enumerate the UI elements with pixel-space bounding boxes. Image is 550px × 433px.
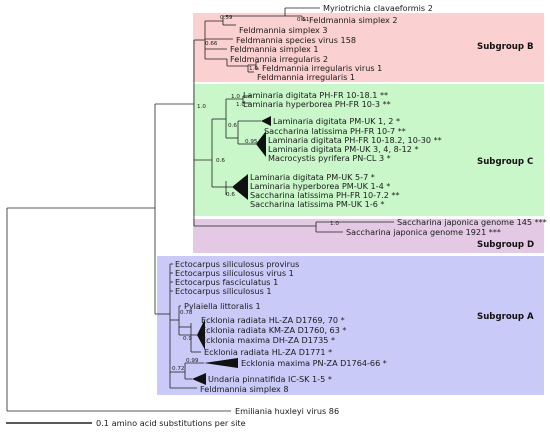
taxon-label: Ectocarpus siliculosus virus 1: [175, 268, 294, 278]
support-value: 0.6: [226, 192, 235, 198]
taxon-label: Laminaria hyperborea PM-UK 1-4 *: [250, 181, 390, 191]
collapsed-clade-triangle: [192, 373, 206, 385]
collapsed-clade-triangle: [261, 116, 271, 126]
taxon-label: Ectocarpus siliculosus 1: [175, 286, 272, 296]
taxon-label: Laminaria digitata PM-UK 5-7 *: [250, 172, 375, 182]
taxon-label: Macrocystis pyrifera PN-CL 3 *: [268, 153, 391, 163]
taxon-label: Saccharina japonica genome 145 ***: [397, 217, 547, 227]
support-value: 0.6: [216, 158, 225, 164]
subgroup-d-label: Subgroup D: [477, 240, 534, 250]
taxon-labels: Myriotrichia clavaeformis 2 Feldmannia s…: [175, 3, 547, 416]
collapsed-clade-triangle: [256, 131, 266, 157]
tree-branches: [6, 7, 394, 424]
taxon-label: Feldmannia simplex 8: [200, 384, 289, 394]
taxon-label: Myriotrichia clavaeformis 2: [323, 3, 433, 13]
taxon-label: Laminaria digitata PH-FR 10-18.2, 10-30 …: [268, 135, 442, 145]
subgroup-c-region: [193, 84, 544, 216]
taxon-label: Undaria pinnatifida IC-SK 1-5 *: [208, 374, 332, 384]
support-value: 0.95: [245, 139, 258, 145]
taxon-label: Ecklonia maxima DH-ZA D1735 *: [201, 335, 335, 345]
taxon-label: Laminaria digitata PM-UK 1, 2 *: [273, 116, 400, 126]
taxon-label: Laminaria digitata PH-FR 10-18.1 **: [243, 90, 388, 100]
support-value: 0.72: [172, 366, 184, 372]
taxon-label: Ectocarpus fasciculatus 1: [175, 277, 278, 287]
scale-bar-label: 0.1 amino acid substitutions per site: [96, 418, 246, 428]
support-value: 0.66: [205, 41, 218, 47]
taxon-label: Feldmannia irregularis 2: [230, 54, 328, 64]
taxon-label: Ecklonia maxima PN-ZA D1764-66 *: [241, 358, 387, 368]
support-value: 1.0: [231, 94, 240, 100]
support-value: 0.99: [186, 358, 199, 364]
taxon-label: Ectocarpus siliculosus provirus: [175, 259, 299, 269]
taxon-label: Ecklonia radiata HL-ZA D1771 *: [204, 347, 332, 357]
support-value: 1.0: [197, 104, 206, 110]
taxon-label: Saccharina latissima PM-UK 1-6 *: [250, 199, 384, 209]
support-value: 0.9: [183, 336, 192, 342]
support-value: 1.0: [330, 221, 339, 227]
subgroup-b-label: Subgroup B: [477, 42, 534, 52]
taxon-label: Saccharina latissima PH-FR 10-7 **: [264, 126, 406, 136]
subgroup-c-label: Subgroup C: [477, 157, 533, 167]
taxon-label: Feldmannia simplex 2: [309, 15, 398, 25]
collapsed-clade-triangle: [197, 319, 205, 350]
support-value: 1.0: [236, 102, 245, 108]
subgroup-b-region: [193, 13, 544, 82]
collapsed-clades: [192, 116, 271, 385]
support-value: 0.51: [297, 17, 310, 23]
support-value: 0.78: [180, 310, 193, 316]
taxon-label: Feldmannia irregularis 1: [257, 72, 355, 82]
taxon-label: Feldmannia irregularis virus 1: [262, 63, 382, 73]
support-value: 1.0: [249, 66, 258, 72]
taxon-label: Ecklonia radiata KM-ZA D1760, 63 *: [201, 325, 346, 335]
taxon-label: Saccharina latissima PH-FR 10-7.2 **: [250, 190, 400, 200]
taxon-label: Feldmannia species virus 158: [236, 35, 356, 45]
taxon-label: Pylaiella littoralis 1: [184, 301, 261, 311]
taxon-label: Feldmannia simplex 1: [230, 44, 319, 54]
subgroup-a-region: [157, 256, 544, 395]
collapsed-clade-triangle: [204, 358, 238, 368]
subgroup-d-region: [193, 219, 544, 253]
taxon-label: Saccharina japonica genome 1921 ***: [346, 227, 501, 237]
collapsed-clade-triangle: [232, 174, 248, 200]
taxon-label: Emiliania huxleyi virus 86: [235, 406, 339, 416]
support-value: 0.59: [220, 15, 233, 21]
taxon-label: Laminaria hyperborea PH-FR 10-3 **: [243, 99, 391, 109]
support-value: 0.6: [228, 123, 237, 129]
taxon-label: Feldmannia simplex 3: [239, 25, 328, 35]
subgroup-a-label: Subgroup A: [477, 312, 534, 322]
taxon-label: Laminaria digitata PM-UK 3, 4, 8-12 *: [268, 144, 419, 154]
support-values: 0.59 0.51 0.66 1.0 1.0 1.0 1.0 0.6 0.95 …: [172, 15, 339, 372]
taxon-label: Ecklonia radiata HL-ZA D1769, 70 *: [201, 315, 345, 325]
